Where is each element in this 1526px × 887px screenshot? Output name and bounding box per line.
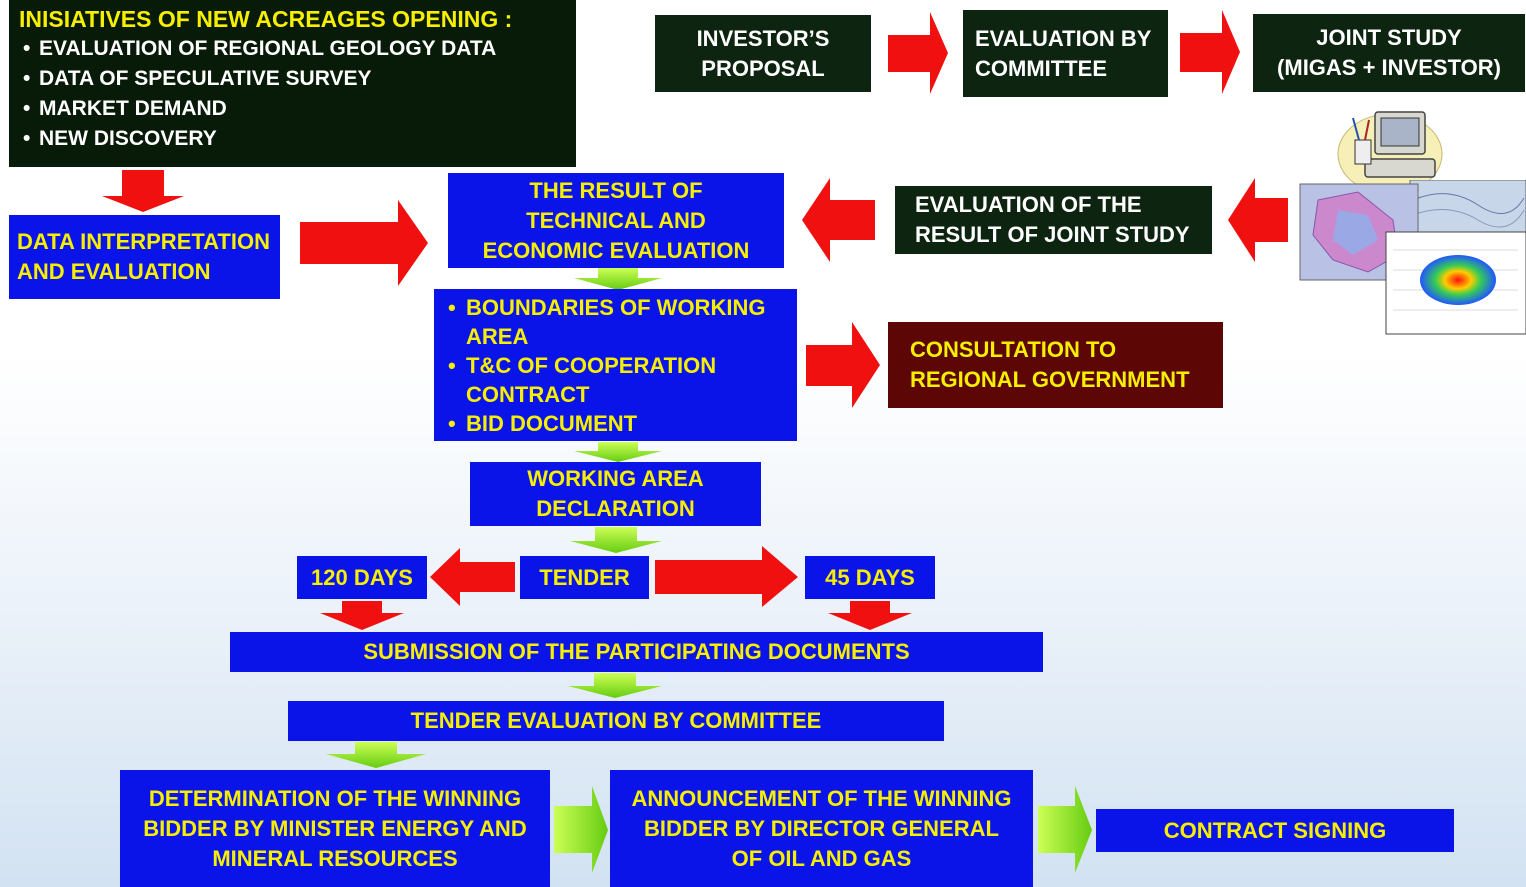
joint-study-box: JOINT STUDY (MIGAS + INVESTOR) [1253, 14, 1525, 92]
days-120-box: 120 DAYS [297, 556, 427, 599]
arrow-evaluation-to-determination [326, 742, 426, 768]
working-area-box: WORKING AREA DECLARATION [470, 462, 761, 526]
result-evaluation-line: THE RESULT OF [529, 177, 703, 203]
joint-study-evaluation-line: EVALUATION OF THE [915, 192, 1142, 217]
boundaries-item: T&C OF COOPERATION CONTRACT [434, 351, 797, 409]
boundaries-item-line: BOUNDARIES OF WORKING [466, 294, 766, 320]
arrow-workingarea-to-tender [570, 527, 662, 553]
submission-label: SUBMISSION OF THE PARTICIPATING DOCUMENT… [363, 639, 910, 664]
data-interpretation-line: DATA INTERPRETATION [17, 229, 270, 254]
tender-evaluation-label: TENDER EVALUATION BY COMMITTEE [410, 708, 822, 733]
arrow-tender-to-120days [430, 548, 515, 606]
tender-label: TENDER [539, 564, 630, 590]
result-evaluation-box: THE RESULT OF TECHNICAL AND ECONOMIC EVA… [448, 173, 784, 268]
arrow-images-to-jointeval [1228, 178, 1288, 262]
determination-line: BIDDER BY MINISTER ENERGY AND [143, 815, 527, 841]
arrow-initiatives-down [102, 170, 184, 212]
initiative-item: DATA OF SPECULATIVE SURVEY [19, 64, 566, 94]
boundaries-item-line: BID DOCUMENT [466, 410, 638, 436]
initiative-item: MARKET DEMAND [19, 94, 566, 124]
boundaries-item-line: AREA [466, 323, 529, 349]
arrow-tender-to-45days [655, 546, 798, 607]
boundaries-item: BID DOCUMENT [434, 409, 797, 438]
result-evaluation-line: ECONOMIC EVALUATION [482, 237, 750, 263]
announcement-line: BIDDER BY DIRECTOR GENERAL [644, 815, 999, 841]
data-interpretation-line: AND EVALUATION [17, 259, 211, 284]
arrow-boundaries-to-workingarea [574, 442, 662, 462]
tender-box: TENDER [520, 556, 649, 599]
arrow-interp-to-result [300, 200, 428, 286]
initiative-item: EVALUATION OF REGIONAL GEOLOGY DATA [19, 34, 566, 64]
initiatives-list: EVALUATION OF REGIONAL GEOLOGY DATA DATA… [19, 34, 566, 154]
tender-evaluation-box: TENDER EVALUATION BY COMMITTEE [288, 701, 944, 741]
determination-line: MINERAL RESOURCES [212, 845, 458, 871]
investor-proposal-box: INVESTOR’S PROPOSAL [655, 15, 871, 92]
contract-signing-label: CONTRACT SIGNING [1163, 817, 1387, 843]
arrow-result-to-boundaries [574, 268, 662, 290]
contract-signing-box: CONTRACT SIGNING [1096, 809, 1454, 852]
joint-study-line: JOINT STUDY [1316, 25, 1462, 50]
arrow-120days-down [320, 601, 404, 630]
evaluation-committee-line: EVALUATION BY [975, 25, 1152, 51]
announcement-line: OF OIL AND GAS [731, 845, 912, 871]
working-area-line: DECLARATION [536, 496, 695, 521]
boundaries-box: BOUNDARIES OF WORKING AREA T&C OF COOPER… [434, 289, 797, 441]
working-area-line: WORKING AREA [527, 466, 704, 491]
consultation-line: CONSULTATION TO [910, 337, 1117, 362]
arrow-committee-to-jointstudy [1180, 10, 1240, 94]
boundaries-item: BOUNDARIES OF WORKING AREA [434, 293, 797, 351]
determination-box: DETERMINATION OF THE WINNING BIDDER BY M… [120, 770, 550, 887]
days-45-box: 45 DAYS [805, 556, 935, 599]
geology-map-images [1298, 179, 1526, 335]
data-interpretation-box: DATA INTERPRETATION AND EVALUATION [9, 215, 280, 299]
boundaries-item-line: T&C OF COOPERATION [466, 352, 717, 378]
arrow-determination-to-announcement [554, 786, 608, 873]
arrow-proposal-to-committee [888, 12, 948, 94]
arrow-announcement-to-contract [1038, 786, 1092, 873]
arrow-jointeval-to-result [802, 178, 875, 262]
announcement-line: ANNOUNCEMENT OF THE WINNING [631, 785, 1012, 811]
boundaries-item-line: CONTRACT [466, 381, 590, 407]
submission-box: SUBMISSION OF THE PARTICIPATING DOCUMENT… [230, 632, 1043, 672]
joint-study-evaluation-line: RESULT OF JOINT STUDY [915, 222, 1190, 247]
determination-line: DETERMINATION OF THE WINNING [148, 785, 522, 811]
investor-proposal-line: INVESTOR’S [696, 25, 830, 51]
joint-study-evaluation-box: EVALUATION OF THE RESULT OF JOINT STUDY [895, 186, 1212, 254]
joint-study-line: (MIGAS + INVESTOR) [1277, 55, 1501, 80]
arrow-submission-to-evaluation [568, 673, 662, 698]
evaluation-committee-line: COMMITTEE [975, 55, 1107, 81]
investor-proposal-line: PROPOSAL [701, 55, 825, 81]
consultation-line: REGIONAL GOVERNMENT [910, 367, 1190, 392]
arrow-45days-down [828, 601, 912, 630]
initiatives-box: INISIATIVES OF NEW ACREAGES OPENING : EV… [9, 0, 576, 167]
boundaries-list: BOUNDARIES OF WORKING AREA T&C OF COOPER… [434, 293, 797, 438]
initiative-item: NEW DISCOVERY [19, 124, 566, 154]
consultation-box: CONSULTATION TO REGIONAL GOVERNMENT [888, 322, 1223, 408]
days-120-label: 120 DAYS [311, 564, 413, 590]
days-45-label: 45 DAYS [825, 564, 915, 590]
computer-illustration [1335, 104, 1450, 199]
result-evaluation-line: TECHNICAL AND [526, 207, 706, 233]
initiatives-title: INISIATIVES OF NEW ACREAGES OPENING : [19, 6, 513, 32]
evaluation-committee-box: EVALUATION BY COMMITTEE [963, 10, 1168, 97]
arrow-boundaries-to-consultation [806, 322, 880, 408]
announcement-box: ANNOUNCEMENT OF THE WINNING BIDDER BY DI… [610, 770, 1033, 887]
